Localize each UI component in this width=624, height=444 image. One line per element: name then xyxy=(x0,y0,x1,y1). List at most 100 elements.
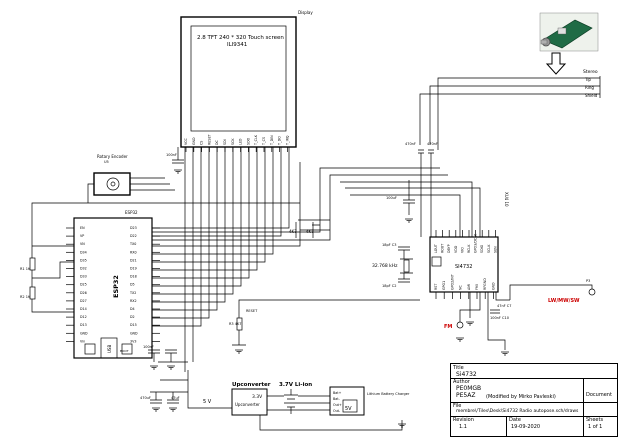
ground-icon xyxy=(174,169,182,174)
esp32-en-button xyxy=(84,343,96,355)
document-label: Document xyxy=(586,392,612,398)
si4732-top-pin-label: RCLK xyxy=(467,244,471,253)
si4732-top-pin-label: ROUT xyxy=(441,243,445,253)
lw-ref: P3 xyxy=(586,279,590,283)
ground-icon xyxy=(235,349,243,354)
lw-label: LW/MW/SW xyxy=(548,298,580,304)
si4732-top-pin-label: SDIO xyxy=(480,244,484,253)
ground-icon xyxy=(466,321,474,326)
si4732-bottom-pin-label: GPO2/INT xyxy=(450,273,454,290)
stereo-ring: Ring xyxy=(585,85,594,90)
esp32-right-pin-label: 3V3 xyxy=(130,339,136,343)
stereo-jack xyxy=(560,76,601,98)
esp32-left-pin-label: D27 xyxy=(80,299,87,303)
sheets-value: 1 of 1 xyxy=(588,424,603,430)
esp32-right-pin-label: RX2 xyxy=(130,299,137,303)
display-pin-label: RESET xyxy=(207,133,211,145)
ground-symbols xyxy=(150,169,509,428)
display-pin-label: SDO xyxy=(246,137,250,145)
display-pin-label: T_CS xyxy=(262,137,266,146)
si4732-bottom-pin-label: RST xyxy=(434,283,438,290)
revision-label: Revision xyxy=(453,417,474,423)
esp32-left-pin-label: VP xyxy=(80,234,84,238)
rotary-encoder xyxy=(93,172,131,196)
cap-c18-label: 18pF C3 xyxy=(382,243,396,247)
esp32-left-pin-label: VN xyxy=(80,242,85,246)
ground-icon xyxy=(167,365,175,370)
esp32-right-pin-label: D2 xyxy=(130,315,135,319)
charger-pin-label: Bat- xyxy=(333,397,341,401)
title-label: Title xyxy=(453,365,464,371)
upconverter-voltage: 3.3V xyxy=(252,394,263,400)
display-pin-label: LED xyxy=(239,138,243,145)
display-ref: Display xyxy=(298,10,313,15)
battery-symbol xyxy=(284,389,298,414)
esp32-left-pin-label: D32 xyxy=(80,267,87,271)
file-label: File xyxy=(453,403,462,409)
cap-c100u-symbol xyxy=(403,180,415,215)
ground-icon xyxy=(398,423,406,428)
display-driver: ILI9341 xyxy=(227,42,247,48)
cap-c100n3: 100nF C10 xyxy=(490,316,509,320)
author-1: PE0MGB xyxy=(456,385,482,392)
rotary-title: Rotary Encoder xyxy=(97,154,128,159)
esp32-right-pin-label: D15 xyxy=(130,323,137,327)
si4732-top-pin-label: SCLK xyxy=(487,244,491,253)
display-screen xyxy=(190,25,287,132)
crystal-plates xyxy=(400,258,413,274)
esp32-boot-button xyxy=(121,343,133,355)
ground-icon xyxy=(152,407,160,412)
display-pin-label: T_DO xyxy=(278,136,282,146)
si4732-top-pin-label: VIO xyxy=(460,247,464,253)
date-value: 19-09-2020 xyxy=(511,424,541,430)
stereo-title: Stereo xyxy=(583,69,598,75)
display-pin-label: CS xyxy=(200,141,204,145)
amplifier-module-picture xyxy=(539,12,599,52)
esp32-left-pin-label: GND xyxy=(80,331,88,335)
upconverter-title: Upconverter xyxy=(232,382,271,388)
esp32-right-pin-label: TX2 xyxy=(129,291,136,295)
power-wires xyxy=(158,361,403,431)
charger-pin-label: Out- xyxy=(333,409,341,413)
esp32-ref: ESP32 xyxy=(125,210,138,215)
display-title: 2.8 TFT 240 * 320 Touch screen xyxy=(197,35,284,41)
cap-c47u: 47uF xyxy=(171,396,180,400)
si4732-pin1-marker xyxy=(431,256,442,267)
cap-c47n: 47nF C7 xyxy=(497,304,511,308)
rotary-knob xyxy=(106,177,120,191)
si4732-top-pin-label: LOUT xyxy=(434,243,438,253)
charger-module xyxy=(329,386,365,416)
charger-title: Lithium Battery Charger xyxy=(367,392,410,396)
stereo-tip: Tip xyxy=(584,77,591,82)
display-pin-label: VCC xyxy=(184,137,188,145)
cap-c470b: 470nF xyxy=(427,142,438,146)
esp32-right-pin-label: D22 xyxy=(130,234,137,238)
esp32-left-pin-label: D34 xyxy=(80,250,87,254)
display-pin-label: DC xyxy=(215,139,219,145)
esp32-left-pin-label: D25 xyxy=(80,283,87,287)
reset-wires xyxy=(232,299,420,346)
ground-icon xyxy=(405,218,413,223)
esp32-right-pin-label: D18 xyxy=(130,275,137,279)
crystal-label: 32.768 kHz xyxy=(372,263,398,269)
display-decoupling xyxy=(172,147,184,164)
i2c-wires xyxy=(298,181,481,237)
upconverter-chip-label: Upconverter xyxy=(235,402,260,407)
display-pin-label: T_CLK xyxy=(254,134,258,146)
cap-c100n2: 100nF xyxy=(166,153,177,157)
rotary-knob-center xyxy=(110,181,116,187)
display-pin-label: SCK xyxy=(231,138,235,145)
esp32-left-pin-label: D14 xyxy=(80,307,87,311)
resistor-r2 xyxy=(29,286,36,300)
cap-c_r9: 4K7 xyxy=(306,229,314,234)
esp32-right-pin-label: RX0 xyxy=(130,250,137,254)
title-block: Title Si4732 Author PE0MGB PE5AZ (Modifi… xyxy=(450,363,618,437)
si4732-bottom-pin-label: FMI xyxy=(475,284,479,290)
file-value: membre\/Tiles\Desk\Si4732 Radio autopose… xyxy=(456,409,579,414)
esp32-pins: ENVPVND34D35D32D33D25D26D27D14D12D13GNDV… xyxy=(66,226,160,343)
battery-title: 3.7V Li-ion xyxy=(279,382,312,388)
esp32-left-pin-label: D33 xyxy=(80,275,87,279)
ground-icon xyxy=(456,337,464,342)
esp32-right-pin-label: D19 xyxy=(130,267,137,271)
